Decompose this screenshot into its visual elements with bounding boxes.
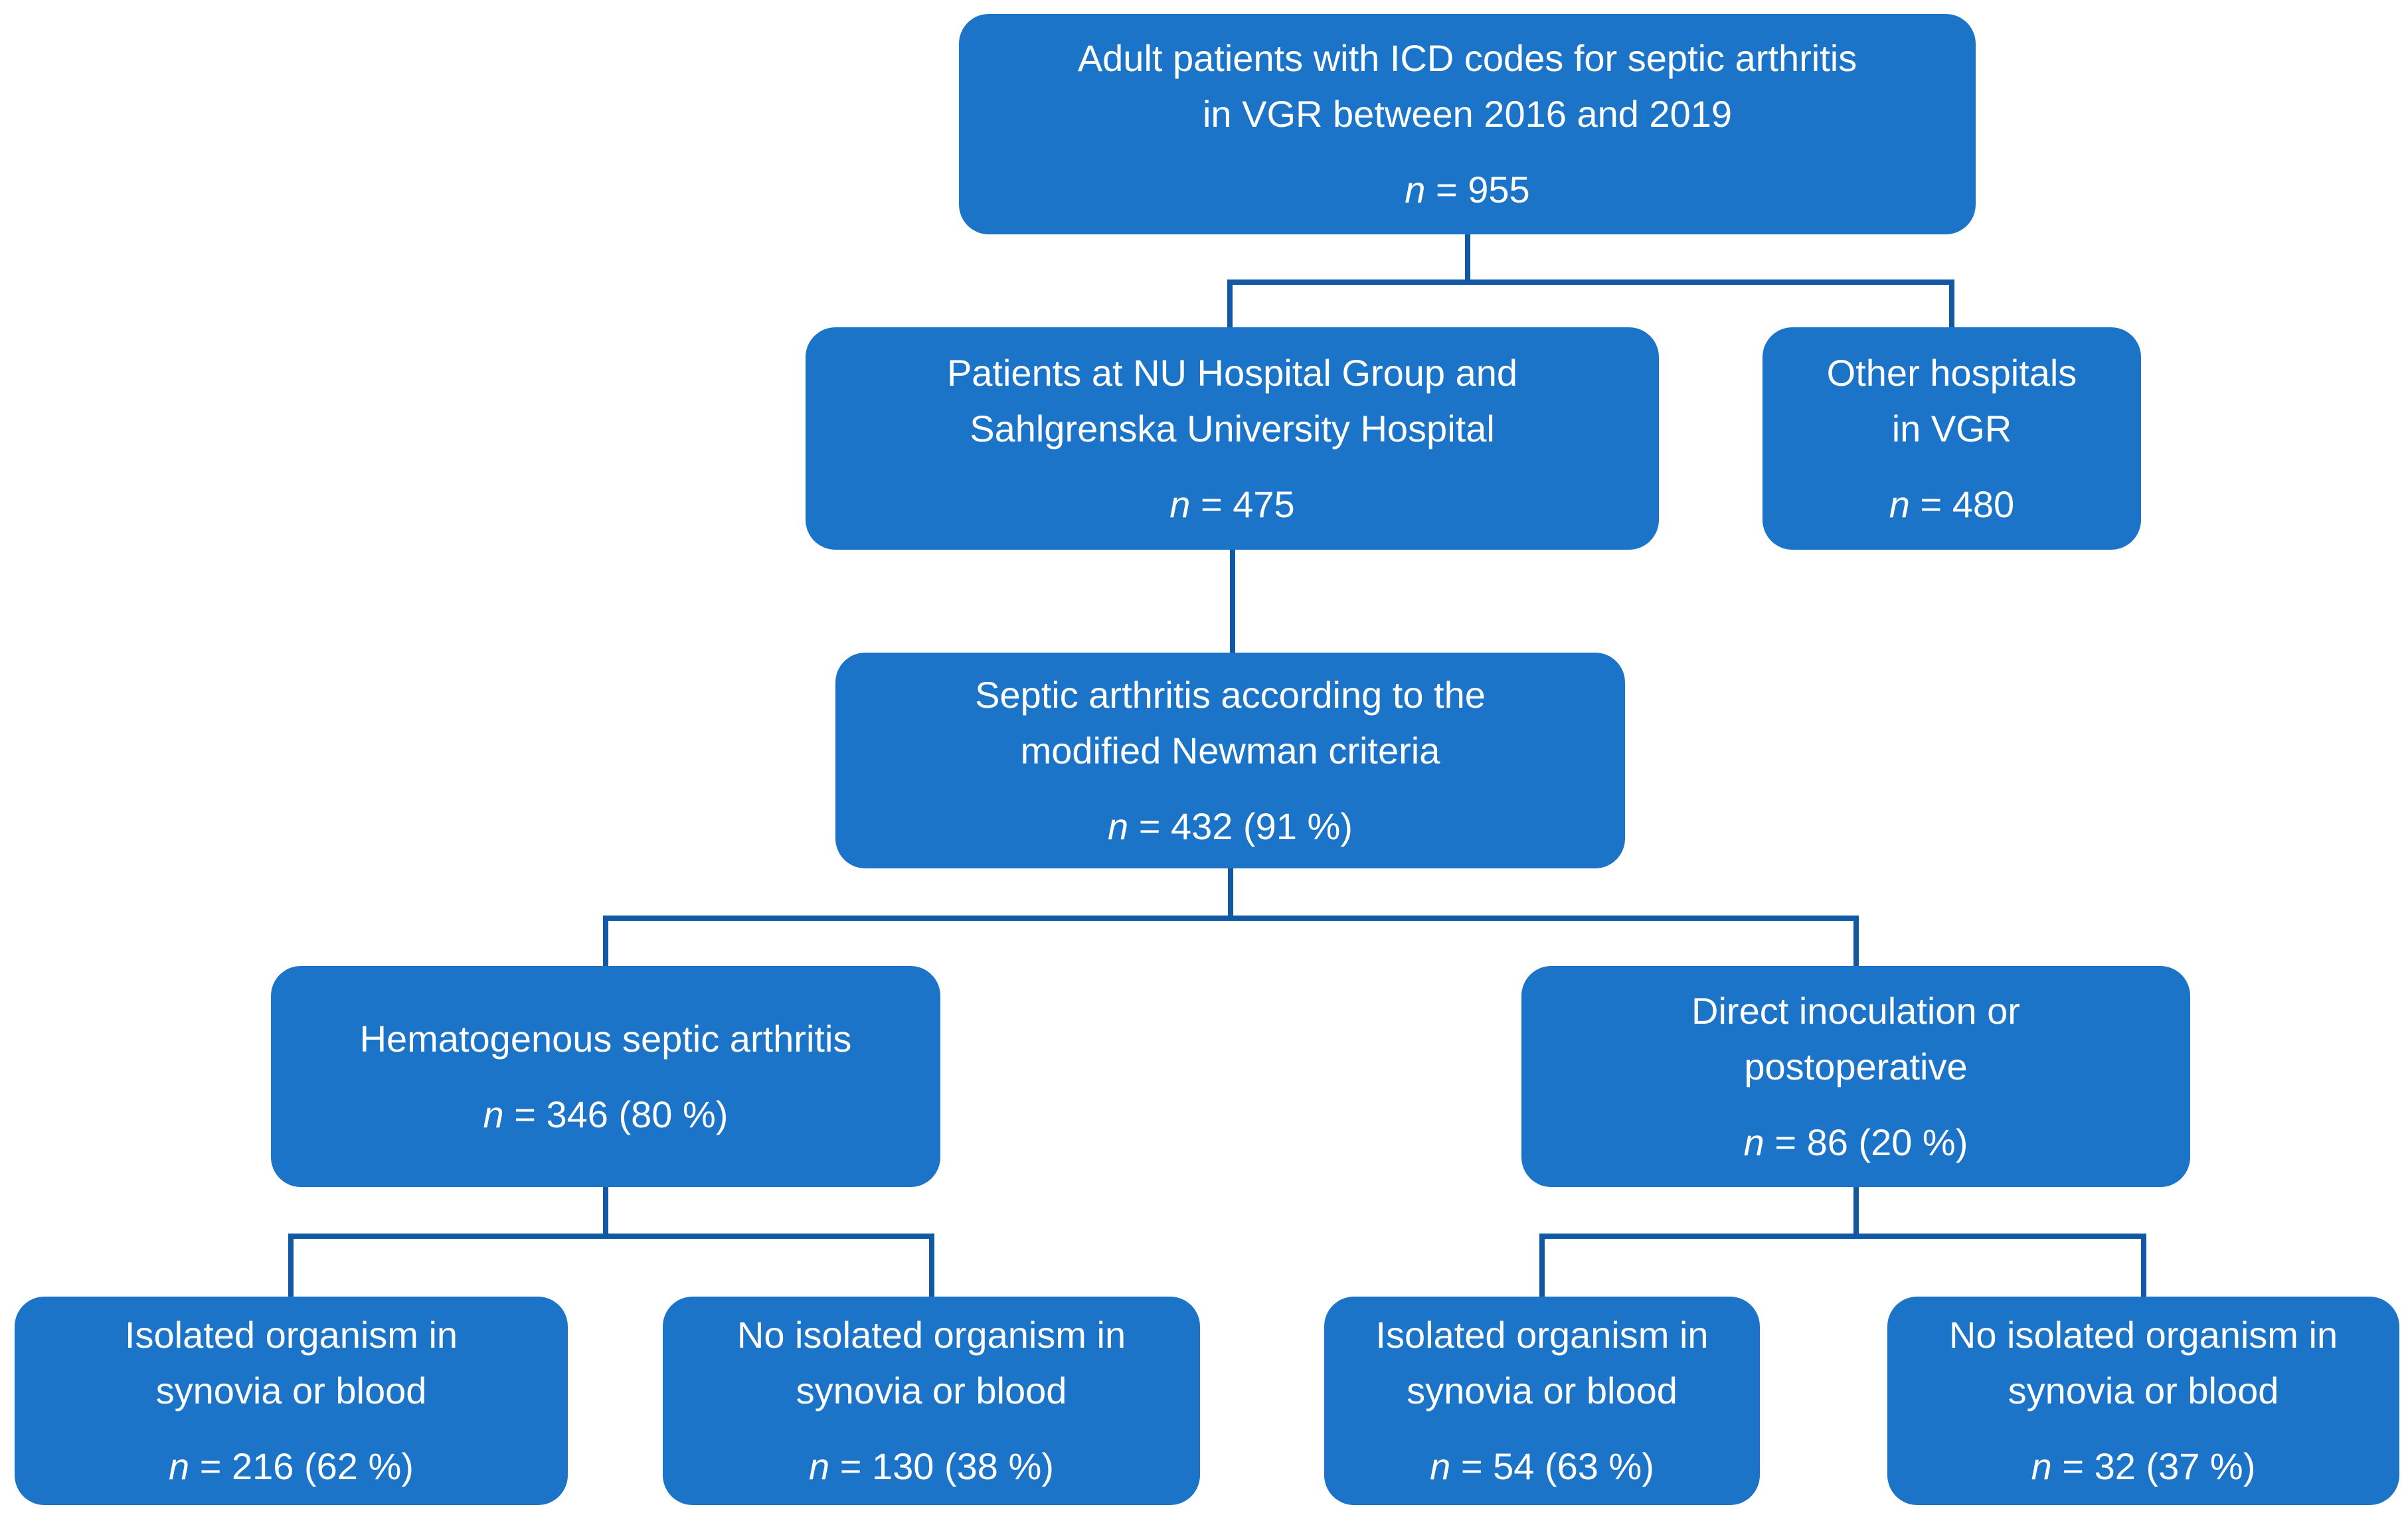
box-label: Adult patients with ICD codes for septic… [1077,37,1857,135]
connector-newman-stem [1228,868,1233,921]
box-label: Other hospitals in VGR [1826,351,2077,449]
n-line: n = 130 (38 %) [809,1439,1054,1494]
n-symbol: n [169,1445,190,1487]
connector-drop-hematogenous [603,916,608,966]
box-label: Isolated organism in synovia or blood [124,1314,458,1411]
box-direct-inoculation: Direct inoculation or postoperative n = … [1521,966,2190,1187]
n-value: = 346 (80 %) [514,1093,729,1135]
n-symbol: n [1430,1445,1451,1487]
connector-newman-split-bar [603,916,1859,921]
n-line: n = 86 (20 %) [1744,1115,1968,1170]
connector-drop-direct-inoculation [1853,916,1859,966]
n-symbol: n [1108,805,1129,847]
n-symbol: n [2031,1445,2052,1487]
box-direct-isolated: Isolated organism in synovia or blood n … [1324,1297,1760,1505]
n-value: = 955 [1436,169,1530,210]
n-line: n = 432 (91 %) [1108,799,1353,854]
connector-nu-sahlgrenska-to-newman [1230,550,1235,653]
box-label: Hematogenous septic arthritis [359,1017,852,1060]
n-line: n = 54 (63 %) [1430,1439,1654,1494]
box-hematogenous-no-isolated: No isolated organism in synovia or blood… [663,1297,1200,1505]
n-line: n = 480 [1889,477,2014,532]
box-label: No isolated organism in synovia or blood [736,1314,1126,1411]
box-newman-criteria: Septic arthritis according to the modifi… [835,653,1625,868]
n-value: = 432 (91 %) [1138,805,1353,847]
connector-drop-hematogenous-isolated [288,1234,294,1297]
n-line: n = 216 (62 %) [169,1439,414,1494]
box-hematogenous: Hematogenous septic arthritis n = 346 (8… [271,966,940,1187]
box-label: Direct inoculation or postoperative [1691,989,2020,1087]
connector-drop-hematogenous-no-isolated [929,1234,934,1297]
n-symbol: n [1743,1121,1764,1163]
box-label: Patients at NU Hospital Group and Sahlgr… [946,351,1518,449]
connector-drop-other-hospitals [1949,280,1954,327]
n-symbol: n [1405,169,1426,210]
n-symbol: n [483,1093,504,1135]
n-value: = 475 [1201,483,1295,525]
connector-total-split-bar [1227,280,1954,285]
connector-direct-stem [1853,1187,1859,1239]
n-value: = 32 (37 %) [2062,1445,2256,1487]
box-label: Septic arthritis according to the modifi… [975,673,1486,771]
box-nu-sahlgrenska: Patients at NU Hospital Group and Sahlgr… [806,327,1659,550]
n-line: n = 346 (80 %) [483,1087,729,1143]
connector-drop-direct-isolated [1539,1234,1545,1297]
box-total-patients: Adult patients with ICD codes for septic… [959,14,1976,234]
connector-direct-split-bar [1539,1234,2146,1239]
connector-total-stem [1465,234,1470,282]
box-direct-no-isolated: No isolated organism in synovia or blood… [1887,1297,2399,1505]
n-value: = 54 (63 %) [1460,1445,1654,1487]
n-symbol: n [1169,483,1191,525]
n-value: = 480 [1920,483,2015,525]
connector-drop-direct-no-isolated [2141,1234,2146,1297]
box-label: No isolated organism in synovia or blood [1948,1314,2338,1411]
connector-hematogenous-stem [603,1187,608,1239]
n-line: n = 475 [1169,477,1294,532]
n-value: = 86 (20 %) [1774,1121,1968,1163]
n-line: n = 32 (37 %) [2031,1439,2256,1494]
box-other-hospitals: Other hospitals in VGR n = 480 [1763,327,2141,550]
connector-drop-nu-sahlgrenska [1227,280,1233,327]
n-line: n = 955 [1405,162,1529,218]
connector-hematogenous-split-bar [288,1234,934,1239]
n-value: = 130 (38 %) [839,1445,1054,1487]
box-hematogenous-isolated: Isolated organism in synovia or blood n … [15,1297,568,1505]
box-label: Isolated organism in synovia or blood [1375,1314,1709,1411]
n-symbol: n [1889,483,1910,525]
n-symbol: n [809,1445,830,1487]
n-value: = 216 (62 %) [199,1445,414,1487]
